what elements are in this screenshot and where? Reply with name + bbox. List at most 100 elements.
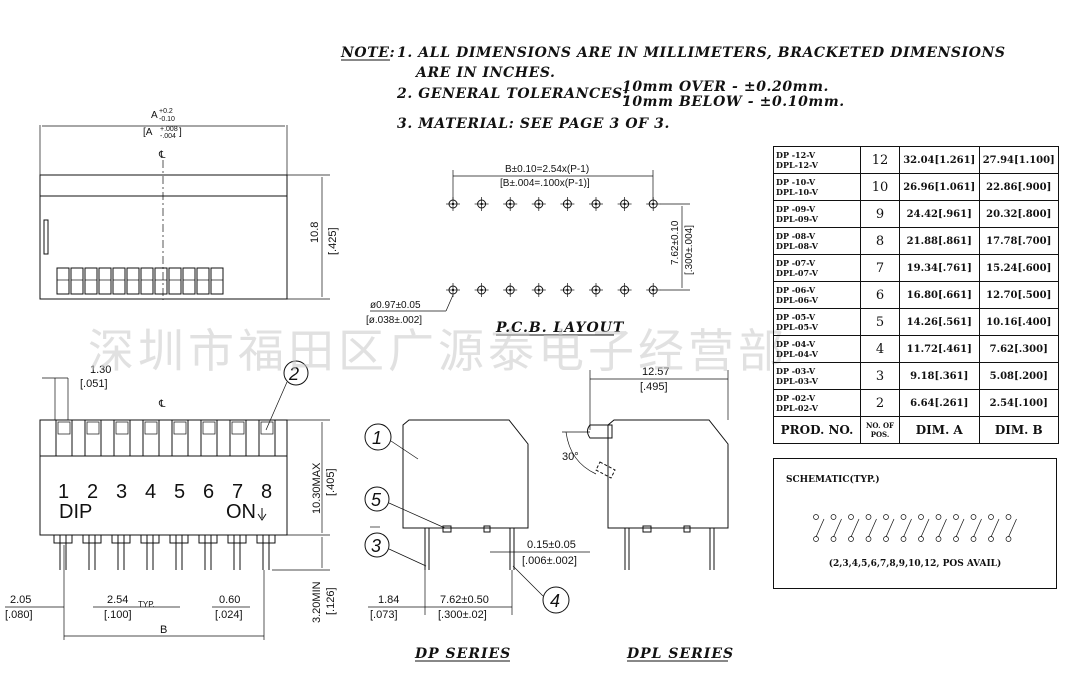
dim-b-cell: 10.16[.400] <box>978 308 1059 336</box>
front-pitch1-inch: [.051] <box>80 378 108 390</box>
front-edge-inch: [.080] <box>5 609 33 621</box>
part-number-dpl: DPL-04-V <box>776 349 818 359</box>
schematic-switch <box>865 514 877 542</box>
watermark: 深圳市福田区广源泰电子经营部 <box>88 324 788 378</box>
part-number-dp: DP -04-V <box>776 339 816 349</box>
dim-a-inch-close: ] <box>179 127 182 138</box>
front-pitch1: 1.30 <box>90 364 111 376</box>
dp-dim-184-inch: [.073] <box>370 609 398 621</box>
schematic-switch <box>848 514 860 542</box>
dim-b-cell: 27.94[1.100] <box>978 146 1059 174</box>
part-number-dpl: DPL-10-V <box>776 187 818 197</box>
part-number-dpl: DPL-08-V <box>776 241 818 251</box>
dim-a-cell: 6.64[.261] <box>899 389 980 417</box>
front-pin-min-inch: [.126] <box>325 587 337 615</box>
top-key-slot <box>168 267 182 295</box>
header-prod-no: PROD. NO. <box>773 416 861 444</box>
part-number-dpl: DPL-12-V <box>776 160 818 170</box>
note-line-3: 3. MATERIAL: SEE PAGE 3 OF 3. <box>397 116 670 132</box>
switch-number: 3 <box>116 481 127 503</box>
switch-actuator <box>200 419 218 457</box>
top-body <box>39 174 288 300</box>
front-height-max-inch: [.405] <box>325 468 337 496</box>
schematic-switch <box>883 514 895 542</box>
dim-a-inch-minus: -.004 <box>160 133 176 140</box>
schematic-switch <box>988 514 1000 542</box>
positions-cell: 3 <box>860 362 900 390</box>
top-key-slot <box>196 267 210 295</box>
note-line-2: 2. GENERAL TOLERANCES: <box>396 86 629 102</box>
dpl-side-view: 12.57 [.495] 30° DPL SERIES <box>562 366 734 662</box>
part-number-dpl: DPL-07-V <box>776 268 818 278</box>
pcb-dim-b-inch: [B±.004=.100x(P-1)] <box>500 178 590 189</box>
dim-a-cell: 24.42[.961] <box>899 200 980 228</box>
switch-actuator <box>84 419 102 457</box>
front-centerline-mark: ℄ <box>158 399 166 410</box>
front-dim-b: B <box>160 624 167 636</box>
positions-cell: 9 <box>860 200 900 228</box>
note-line-2b: 10mm BELOW - ±0.10mm. <box>622 94 845 110</box>
pcb-hole-dim-inch: [ø.038±.002] <box>366 315 422 326</box>
front-pin-width-inch: [.024] <box>215 609 243 621</box>
top-key-slot <box>70 267 84 295</box>
schematic-switch <box>970 514 982 542</box>
part-number-dp: DP -05-V <box>776 312 816 322</box>
dim-a-cell: 32.04[1.261] <box>899 146 980 174</box>
note-heading: NOTE: <box>340 45 395 61</box>
top-key-slot <box>84 267 98 295</box>
pcb-title: P.C.B. LAYOUT <box>495 320 625 336</box>
dpl-width-inch: [.495] <box>640 381 668 393</box>
positions-cell: 2 <box>860 389 900 417</box>
part-number-dp: DP -08-V <box>776 231 816 241</box>
top-view: A +0.2 -0.10 [A +.008 -.004 ] ℄ 10.8 [.4… <box>39 108 339 300</box>
schematic-switch <box>813 514 825 542</box>
pcb-hole-dim: ø0.97±0.05 <box>370 300 421 311</box>
dim-b-cell: 5.08[.200] <box>978 362 1059 390</box>
dpl-series-title: DPL SERIES <box>626 646 734 662</box>
part-number-dpl: DPL-03-V <box>776 376 818 386</box>
callout-1-text: 1 <box>372 428 382 448</box>
top-key-slot <box>154 267 168 295</box>
callout-5 <box>364 486 390 512</box>
pcb-row-pitch: 7.62±0.10 <box>670 220 681 265</box>
dim-a-cell: 11.72[.461] <box>899 335 980 363</box>
note-line-1: 1. ALL DIMENSIONS ARE IN MILLIMETERS, BR… <box>397 45 1006 61</box>
top-height-value: 10.8 <box>309 222 321 243</box>
positions-cell: 8 <box>860 227 900 255</box>
positions-cell: 12 <box>860 146 900 174</box>
part-number-dpl: DPL-09-V <box>776 214 818 224</box>
switch-actuator <box>55 419 73 457</box>
schematic-caption: (2,3,4,5,6,7,8,9,10,12, POS AVAIL) <box>828 559 1002 569</box>
positions-cell: 7 <box>860 254 900 282</box>
dim-a-cell: 21.88[.861] <box>899 227 980 255</box>
callout-4-text: 4 <box>550 591 560 611</box>
schematic-box: SCHEMATIC(TYP.) (2,3,4,5,6,7,8,9,10,12, … <box>773 458 1057 589</box>
front-body <box>39 419 288 536</box>
positions-cell: 10 <box>860 173 900 201</box>
callout-4 <box>542 586 570 614</box>
schematic-switch <box>935 514 947 542</box>
dp-dim-184: 1.84 <box>378 594 399 606</box>
switch-number: 4 <box>145 481 156 503</box>
dim-a-inch-open: [A <box>143 127 153 138</box>
switch-number: 8 <box>261 481 272 503</box>
front-pitch: 2.54 <box>107 594 128 606</box>
notes-block: NOTE: 1. ALL DIMENSIONS ARE IN MILLIMETE… <box>340 45 1006 132</box>
schematic-switch <box>918 514 930 542</box>
positions-cell: 4 <box>860 335 900 363</box>
top-key-slot <box>56 267 70 295</box>
dp-body <box>402 419 529 529</box>
